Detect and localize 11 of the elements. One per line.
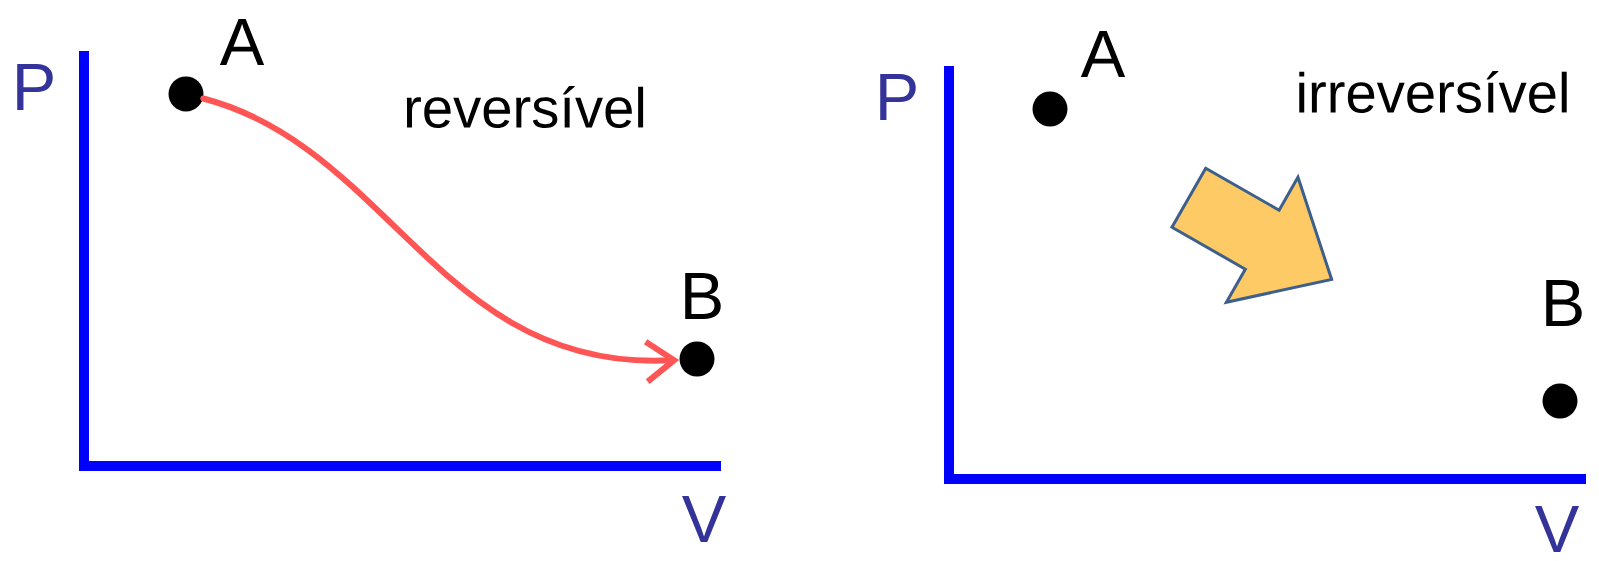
process-label: reversível <box>406 86 644 128</box>
point-label: A <box>219 19 265 65</box>
axis-label: V <box>682 496 726 542</box>
axis-label: P <box>17 64 53 110</box>
point-label: B <box>685 273 721 319</box>
axis-label: P <box>880 74 916 120</box>
process-label: irreversível <box>1299 71 1567 113</box>
process-curve <box>200 95 680 384</box>
point-label: A <box>1080 31 1126 77</box>
axis-label: V <box>1535 506 1579 552</box>
point-label: B <box>1546 280 1582 326</box>
